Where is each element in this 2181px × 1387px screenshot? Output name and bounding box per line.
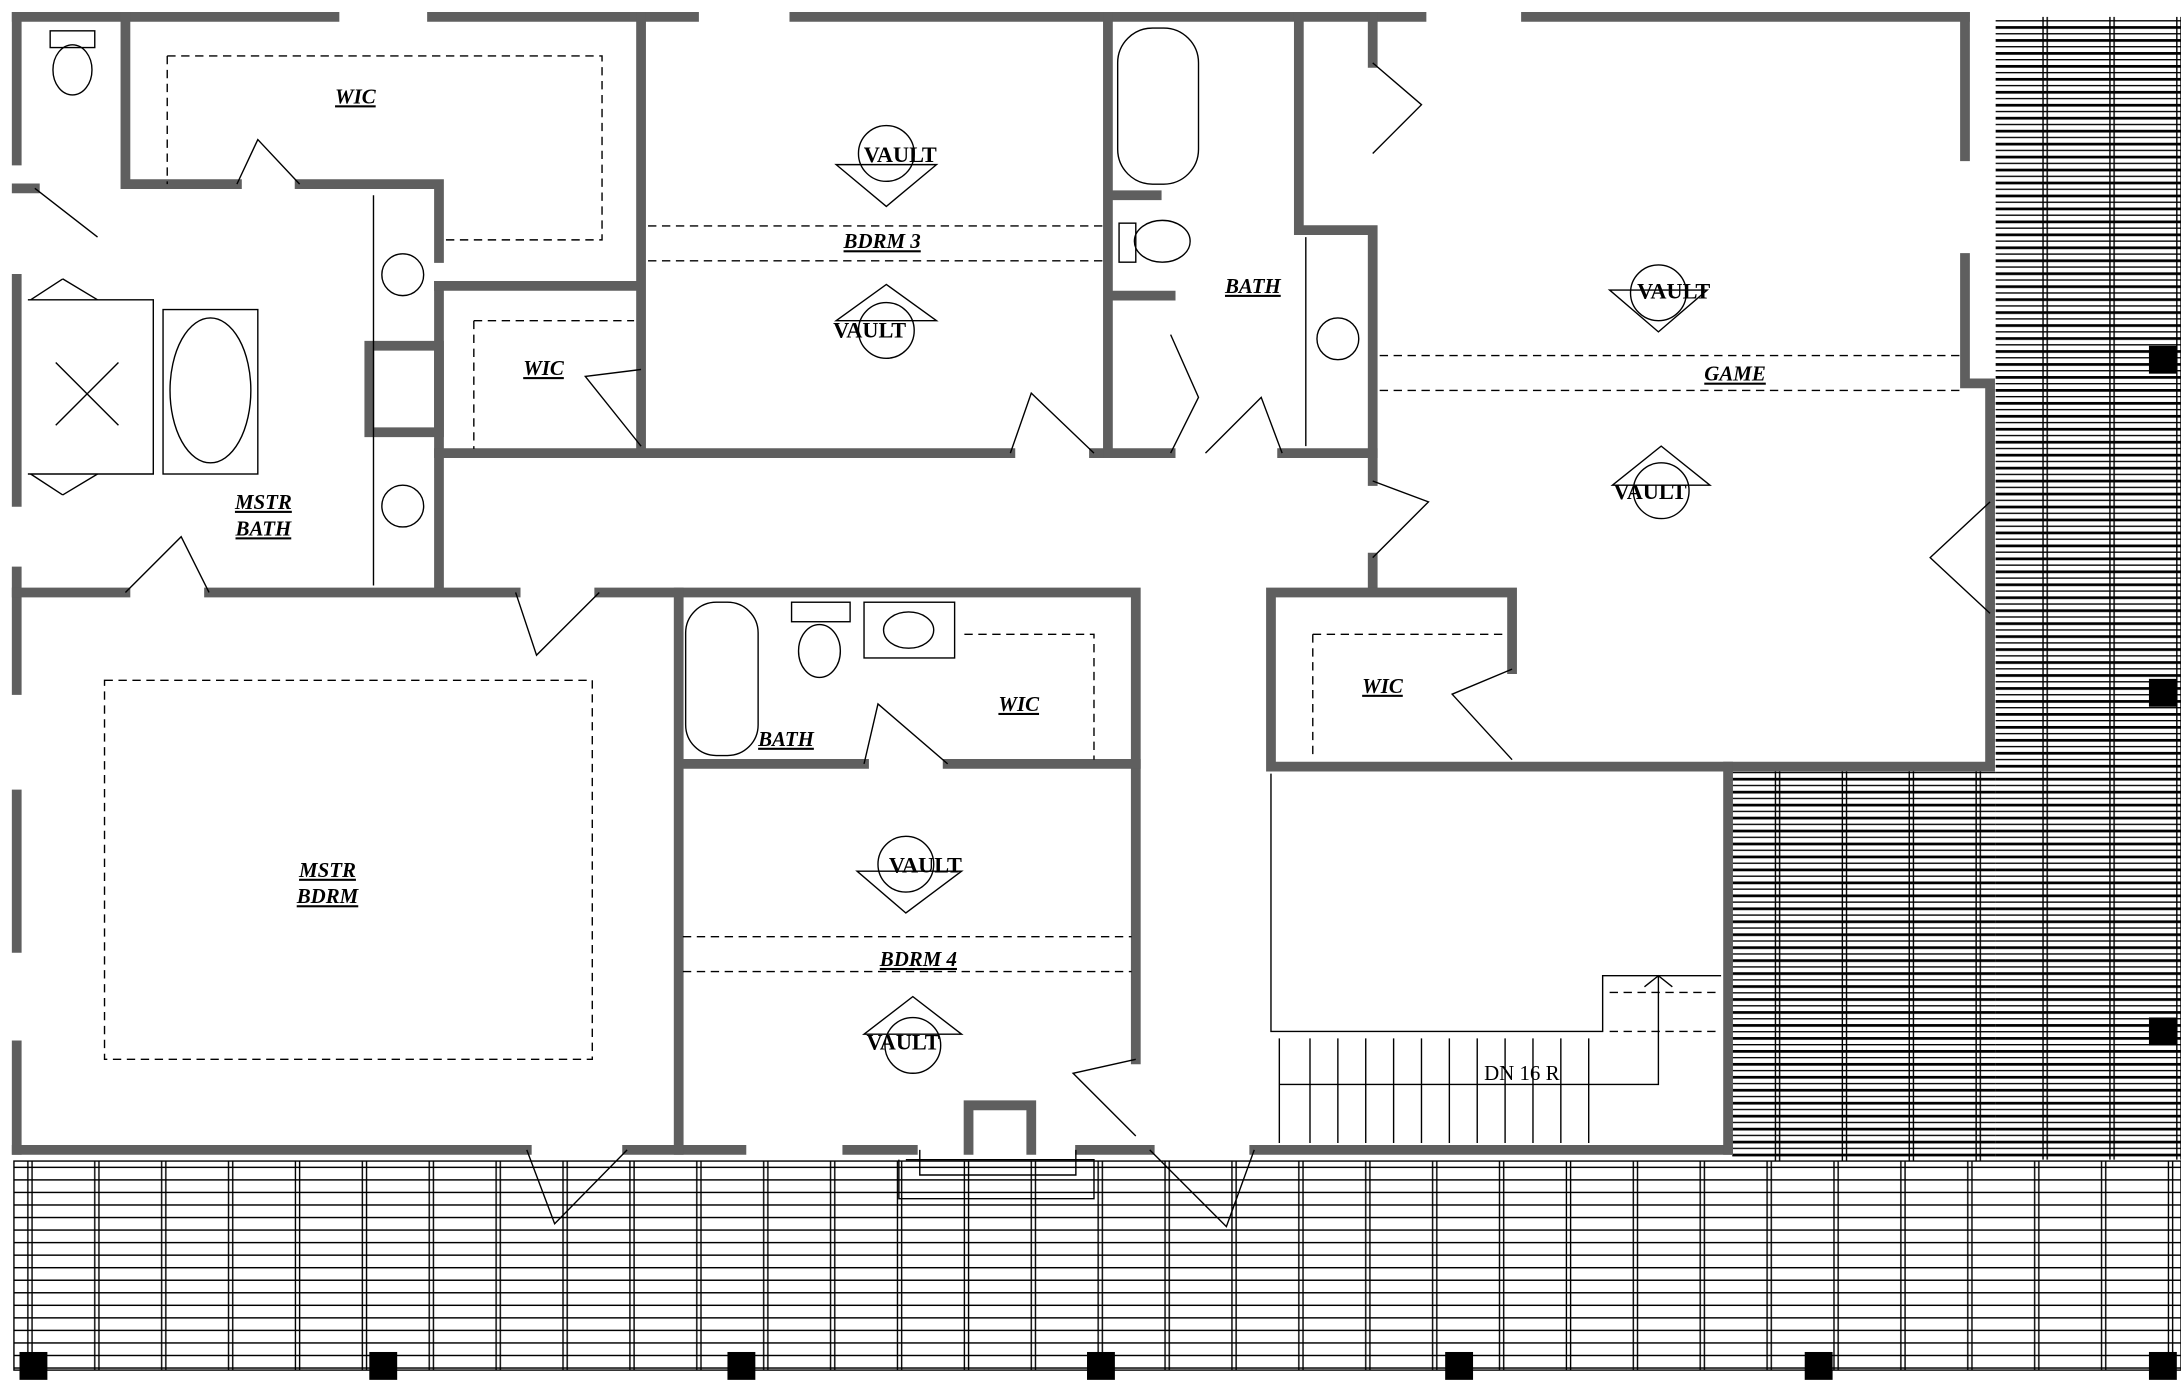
vault-bdrm4-upper: VAULT <box>855 835 964 914</box>
stair-label: DN 16 R <box>1484 1061 1560 1085</box>
vault-symbols: VAULT VAULT VAULT VAULT VAULT VAULT <box>833 124 1712 1074</box>
deck-posts <box>19 345 2177 1380</box>
stairs: DN 16 R <box>1270 773 1722 1143</box>
vault-bdrm3-upper: VAULT <box>834 124 939 208</box>
label-mstr-bath-1: MSTR <box>234 490 292 514</box>
fixtures <box>27 27 1963 1200</box>
label-game: GAME <box>1704 362 1766 386</box>
walls <box>11 12 1995 1155</box>
label-bdrm3: BDRM 3 <box>843 229 921 253</box>
deck <box>13 16 2181 1371</box>
label-mstr-bath-2: BATH <box>235 516 292 540</box>
label-wic-game: WIC <box>1362 674 1404 698</box>
svg-text:VAULT: VAULT <box>889 853 962 878</box>
label-bath-upper: BATH <box>1224 274 1281 298</box>
room-labels: WIC MSTR BATH WIC BDRM 3 BATH GAME MSTR … <box>234 84 1766 971</box>
label-bath-lower: BATH <box>757 727 814 751</box>
svg-text:VAULT: VAULT <box>1637 278 1710 303</box>
label-bdrm4: BDRM 4 <box>879 947 957 971</box>
vault-bdrm4-lower: VAULT <box>861 995 964 1074</box>
label-wic-2: WIC <box>523 356 565 380</box>
vault-game-lower: VAULT <box>1610 445 1712 520</box>
label-mstr-bdrm-2: BDRM <box>296 884 360 908</box>
label-wic-3: WIC <box>998 692 1040 716</box>
svg-text:VAULT: VAULT <box>864 142 937 167</box>
label-mstr-bdrm-1: MSTR <box>298 858 356 882</box>
vault-bdrm3-lower: VAULT <box>833 283 939 360</box>
svg-text:VAULT: VAULT <box>1613 479 1686 504</box>
svg-text:VAULT: VAULT <box>833 317 906 342</box>
svg-text:VAULT: VAULT <box>867 1030 940 1055</box>
vault-game-upper: VAULT <box>1607 264 1710 333</box>
doors <box>30 62 1991 1228</box>
label-wic-master: WIC <box>335 84 377 108</box>
